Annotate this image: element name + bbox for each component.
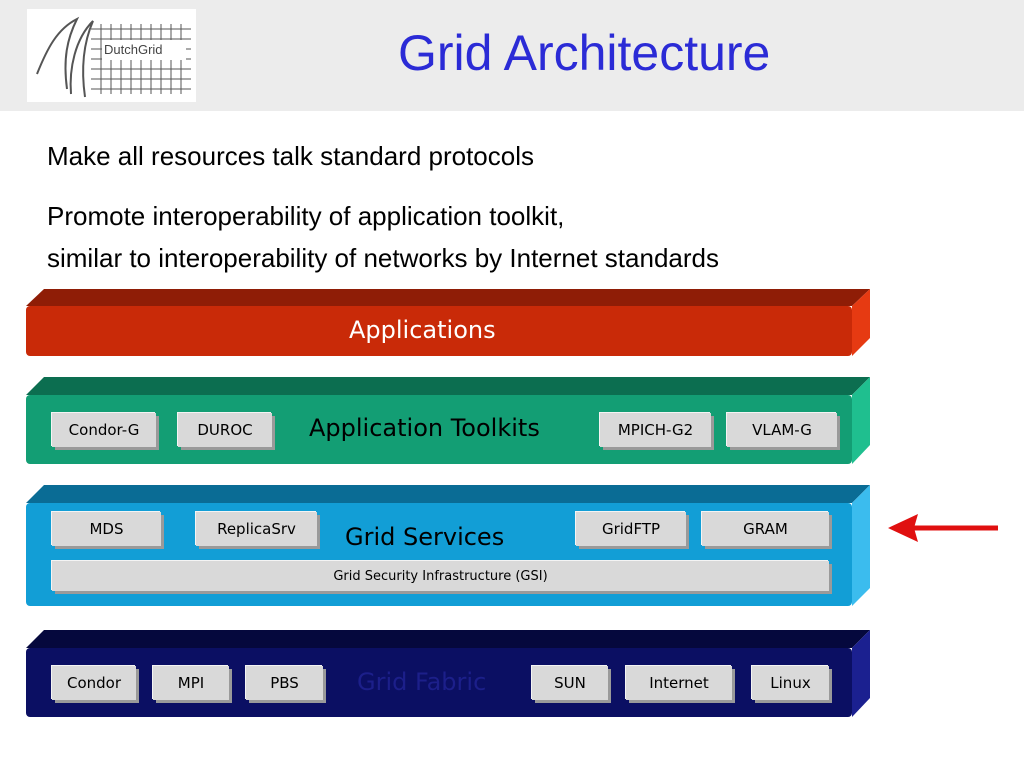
slide-header: DutchGrid Grid Architecture — [0, 0, 1024, 111]
component-gram: GRAM — [702, 512, 829, 546]
toolkits-label: Application Toolkits — [309, 414, 540, 442]
bullet-2: Promote interoperability of application … — [47, 201, 565, 231]
component-pbs: PBS — [246, 666, 323, 700]
dutchgrid-logo: DutchGrid — [27, 9, 196, 102]
layer-applications — [26, 289, 870, 356]
bullet-2-continuation: similar to interoperability of networks … — [47, 243, 719, 273]
component-linux: Linux — [752, 666, 829, 700]
page-title: Grid Architecture — [398, 25, 771, 81]
fabric-label: Grid Fabric — [357, 668, 487, 696]
component-mds: MDS — [52, 512, 161, 546]
services-label: Grid Services — [345, 523, 505, 551]
component-condor: Condor — [52, 666, 136, 700]
left-arrow-icon — [888, 514, 998, 542]
applications-label: Applications — [349, 316, 496, 344]
component-internet: Internet — [626, 666, 732, 700]
component-condor-g: Condor-G — [52, 413, 156, 447]
bullet-1: Make all resources talk standard protoco… — [47, 141, 535, 171]
component-replicasrv: ReplicaSrv — [196, 512, 317, 546]
logo-text: DutchGrid — [104, 42, 163, 57]
component-mpi: MPI — [153, 666, 229, 700]
component-vlam-g: VLAM-G — [727, 413, 837, 447]
logo-mark-icon — [36, 16, 191, 98]
component-sun: SUN — [532, 666, 608, 700]
component-gsi: Grid Security Infrastructure (GSI) — [52, 561, 829, 591]
component-mpich-g2: MPICH-G2 — [600, 413, 711, 447]
component-duroc: DUROC — [178, 413, 272, 447]
component-gridftp: GridFTP — [576, 512, 686, 546]
